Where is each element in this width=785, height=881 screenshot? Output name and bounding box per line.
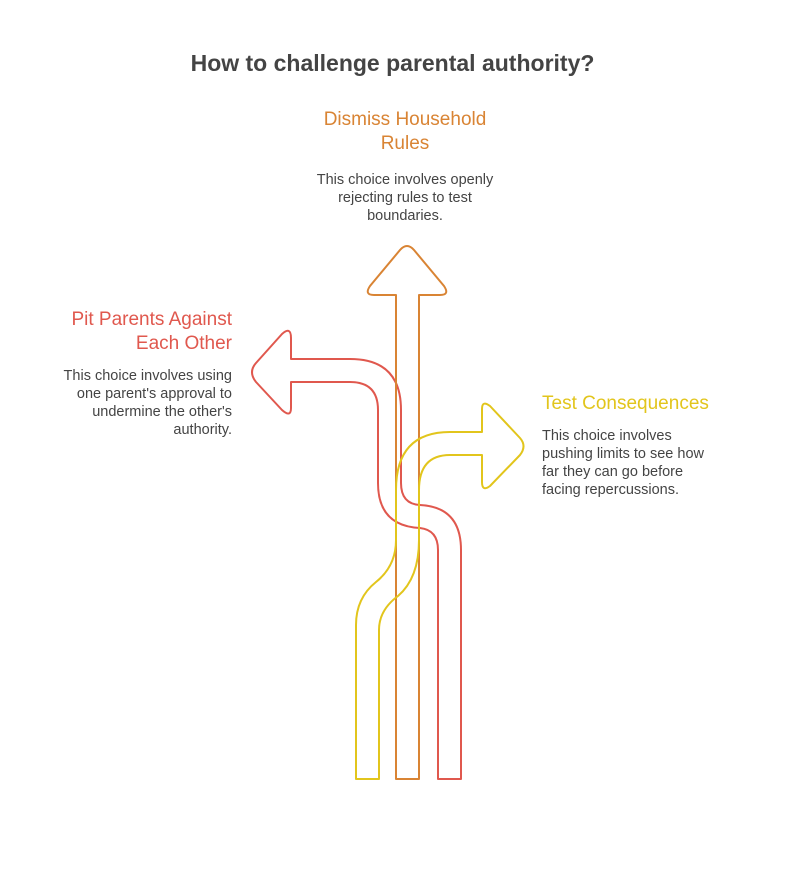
test-consequences-description: This choice involves pushing limits to s… xyxy=(542,428,704,498)
diagram-title: How to challenge parental authority? xyxy=(190,50,595,76)
dismiss-rules-arrow xyxy=(366,245,448,780)
pit-parents-arrow xyxy=(251,329,462,780)
pit-parents-description: This choice involves using one parent's … xyxy=(63,368,232,438)
pit-parents-heading: Pit Parents Against Each Other xyxy=(71,309,232,354)
test-consequences-heading: Test Consequences xyxy=(542,393,709,414)
dismiss-rules-heading: Dismiss Household Rules xyxy=(323,109,487,154)
dismiss-rules-description: This choice involves openly rejecting ru… xyxy=(316,172,494,224)
test-consequences-arrow xyxy=(355,402,525,780)
